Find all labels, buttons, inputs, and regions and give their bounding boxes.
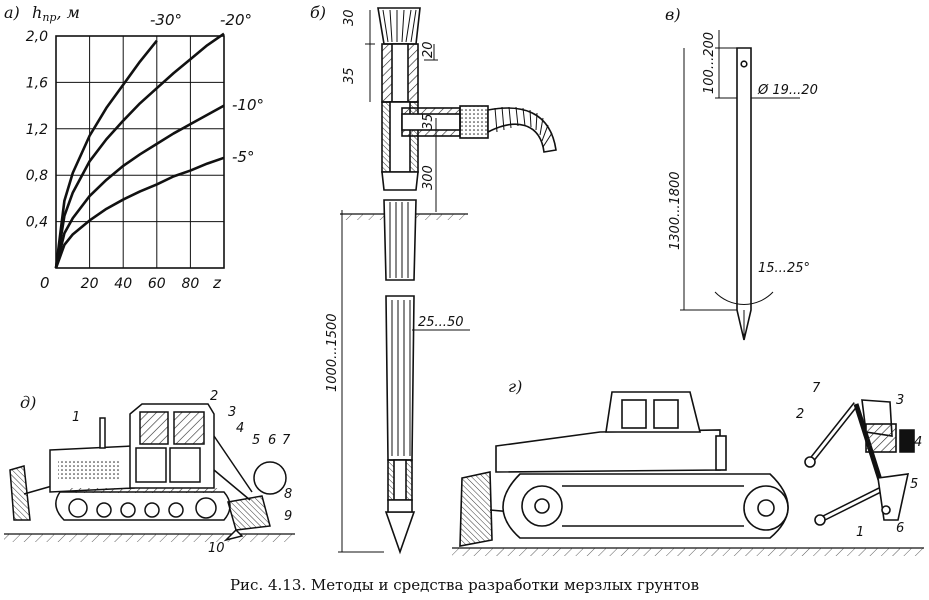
callout-g-7: 7 <box>812 381 821 396</box>
figure-caption: Рис. 4.13. Методы и средства разработки … <box>229 576 700 594</box>
dim-b-25-50: 25...50 <box>418 315 463 330</box>
chart-ticks: 2,0 1,6 1,2 0,8 0,4 20 40 60 80 <box>26 29 200 292</box>
panel-a-chart: а) hпр, м 2,0 1,6 1,2 0,8 0,4 20 40 60 80 z 0 -3… <box>4 3 264 292</box>
callout-d-10: 10 <box>208 541 225 556</box>
y-tick-label: 0,4 <box>26 215 48 231</box>
chart-frame <box>55 35 225 269</box>
dim-b-20: 20 <box>421 41 436 58</box>
callout-g-1: 1 <box>856 525 864 540</box>
dim-v-angle: 15...25° <box>758 261 810 276</box>
panel-v-label: в) <box>665 5 681 24</box>
panel-v-rod: в) <box>665 5 800 341</box>
curve-label-minus5: -5° <box>232 148 254 166</box>
y-tick-label: 1,6 <box>26 75 48 91</box>
dim-v-1300-1800: 1300...1800 <box>668 171 683 250</box>
dim-v-diameter: Ø 19...20 <box>757 83 818 98</box>
callout-d-2: 2 <box>210 389 218 404</box>
callout-g-3: 3 <box>896 393 904 408</box>
callout-d-4: 4 <box>236 421 244 436</box>
callout-d-1: 1 <box>72 410 80 425</box>
chart-curves <box>54 32 225 269</box>
x-tick-label: 60 <box>148 276 166 292</box>
x-tick-label: 40 <box>114 276 132 292</box>
callout-g-6: 6 <box>896 521 904 536</box>
callout-d-9: 9 <box>284 509 292 524</box>
panel-g-tractor: г) <box>452 377 924 556</box>
x-tick-label: 20 <box>81 276 99 292</box>
curve-label-minus30: -30° <box>150 11 182 29</box>
curve-10 <box>54 104 225 269</box>
callout-d-8: 8 <box>284 487 292 502</box>
curve-5 <box>54 156 225 269</box>
origin-label: 0 <box>40 274 50 292</box>
curve-30 <box>54 39 158 269</box>
curve-label-minus20: -20° <box>220 11 252 29</box>
dim-b-35b: 35 <box>421 113 436 130</box>
x-tick-label: 80 <box>181 276 199 292</box>
curve-20 <box>54 32 225 269</box>
y-tick-label: 2,0 <box>26 29 48 45</box>
panel-b-label: б) <box>310 3 326 22</box>
dim-v-100-200: 100...200 <box>702 32 717 94</box>
x-axis-label: z <box>212 274 222 292</box>
callout-g-5: 5 <box>910 477 918 492</box>
callout-d-6: 6 <box>268 433 276 448</box>
dim-b-35: 35 <box>342 67 357 84</box>
callout-d-5: 5 <box>252 433 260 448</box>
dim-b-30: 30 <box>342 9 357 26</box>
callout-d-3: 3 <box>228 405 236 420</box>
panel-g-label: г) <box>508 377 522 396</box>
dim-b-1000-1500: 1000...1500 <box>325 313 340 392</box>
callout-d-7: 7 <box>282 433 291 448</box>
panel-a-label: а) <box>4 3 20 22</box>
dim-b-300: 300 <box>421 165 436 190</box>
panel-b-pipe: б) <box>310 3 557 555</box>
panel-d-label: д) <box>20 393 36 412</box>
y-tick-label: 1,2 <box>26 122 48 138</box>
panel-d-bulldozer: д) <box>4 393 295 542</box>
y-tick-label: 0,8 <box>26 168 48 184</box>
callout-g-2: 2 <box>796 407 804 422</box>
callout-g-4: 4 <box>914 435 922 450</box>
chart-grid <box>55 35 225 269</box>
y-axis-label: hпр, м <box>32 3 80 24</box>
curve-label-minus10: -10° <box>232 96 264 114</box>
